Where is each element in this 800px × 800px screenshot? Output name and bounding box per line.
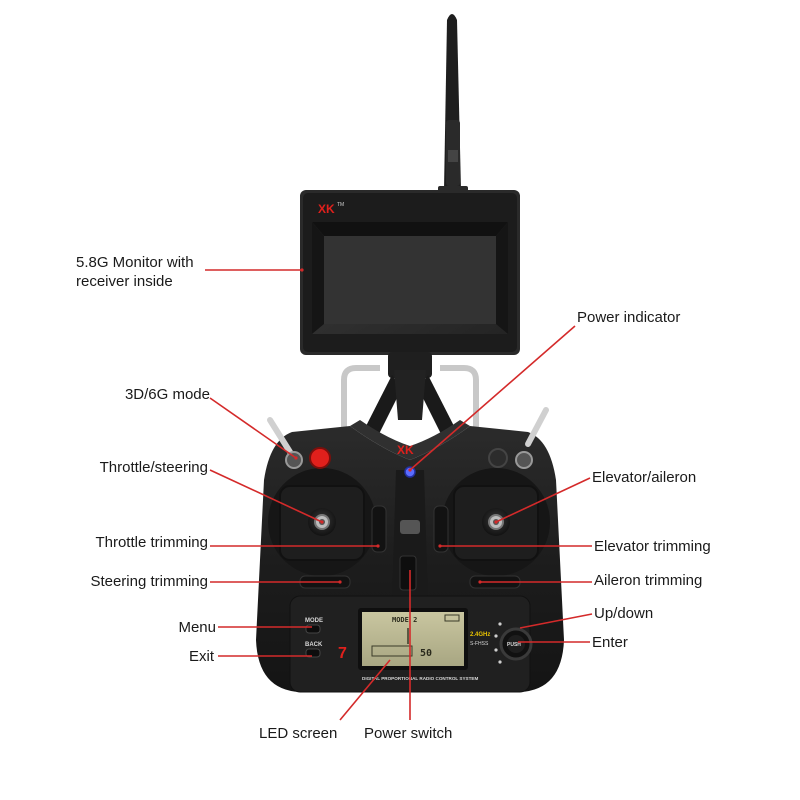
callout-aileron-trimming: Aileron trimming — [594, 572, 703, 589]
leader-elevator-aileron — [495, 477, 591, 523]
callout-elevator-trimming: Elevator trimming — [594, 538, 711, 555]
callout-throttle-steering: Throttle/steering — [99, 459, 208, 476]
callout-steering-trimming: Steering trimming — [90, 573, 208, 590]
callout-elevator-aileron: Elevator/aileron — [592, 469, 697, 486]
leader-power-indicator — [409, 325, 576, 471]
callout-exit: Exit — [188, 648, 214, 665]
lcd-screen — [358, 608, 468, 670]
antenna — [438, 14, 468, 194]
callout-enter: Enter — [592, 634, 628, 651]
lcd-value-text: 50 — [420, 648, 432, 659]
right-toggle-switch[interactable] — [515, 407, 549, 469]
monitor-logo: XK — [318, 202, 335, 216]
leader-led-screen — [339, 659, 391, 721]
callout-menu: Menu — [178, 619, 216, 636]
body-logo: XK — [397, 443, 414, 457]
monitor-logo-tm: TM — [337, 202, 344, 208]
fpv-monitor — [300, 190, 520, 355]
band-label: 2.4GHz — [470, 632, 490, 638]
mode-button-label: MODE — [305, 618, 323, 624]
callout-monitor: 5.8G Monitor with receiver inside — [76, 254, 194, 290]
push-dial-label: PUSH — [507, 642, 521, 648]
callout-throttle-trimming: Throttle trimming — [95, 534, 208, 551]
right-round-button[interactable] — [488, 448, 508, 468]
callout-power-switch: Power switch — [364, 725, 453, 742]
exit-button[interactable] — [305, 648, 321, 658]
lcd-mode-text: MODE 2 — [392, 616, 417, 624]
model-number-badge: 7 — [338, 645, 347, 662]
callout-power-indicator: Power indicator — [577, 309, 681, 326]
leader-dots — [294, 268, 498, 584]
leader-lines — [205, 269, 593, 721]
callout-up-down: Up/down — [594, 605, 654, 622]
leader-3d6g — [209, 397, 297, 459]
monitor-mount — [341, 352, 479, 448]
power-indicator-led — [404, 466, 416, 478]
left-toggle-switch[interactable] — [267, 417, 303, 469]
mode-3d6g-button[interactable] — [309, 447, 331, 469]
callout-3d6g-mode: 3D/6G mode — [124, 386, 210, 403]
leader-throttle-steering — [209, 469, 323, 523]
band-sub-label: S-FHSS — [470, 641, 489, 647]
callout-led-screen: LED screen — [259, 725, 338, 742]
push-dial[interactable] — [499, 627, 533, 661]
leader-up-down — [519, 613, 593, 629]
panel-caption: DIGITAL PROPORTIONAL RADIO CONTROL SYSTE… — [362, 676, 478, 681]
back-button-label: BACK — [305, 642, 323, 648]
